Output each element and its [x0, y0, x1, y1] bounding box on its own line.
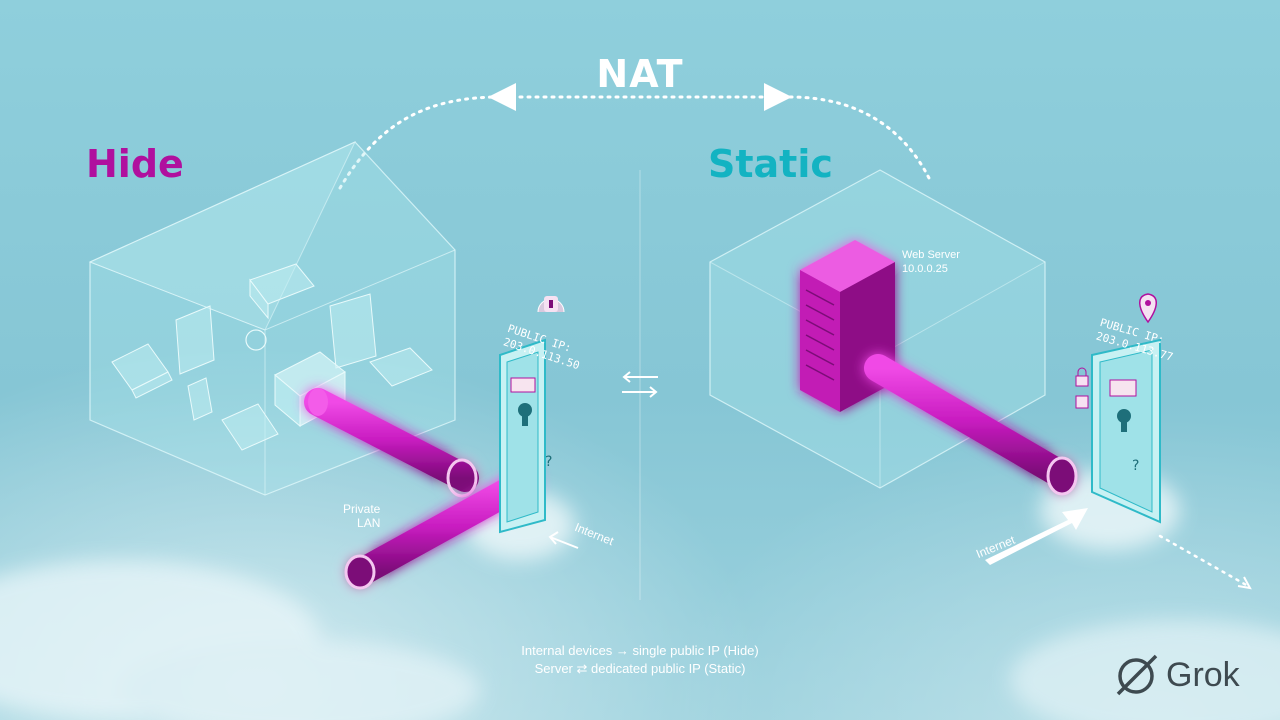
private-lan-line2: LAN	[357, 516, 381, 530]
exchange-arrows-icon	[622, 371, 658, 398]
web-server-tower	[800, 240, 895, 412]
static-internet-arrow-icon	[985, 508, 1088, 565]
device-printer-2	[369, 347, 433, 387]
keyhole-icon	[518, 403, 532, 417]
caption: Internal devices → single public IP (Hid…	[0, 642, 1280, 678]
grok-logo-icon	[1116, 654, 1158, 696]
grok-watermark: Grok	[1166, 656, 1240, 695]
grok-wordmark: Grok	[1166, 656, 1240, 694]
static-pipe	[864, 354, 1078, 496]
arrow-right-icon	[764, 83, 792, 111]
padlock-small-icon	[1075, 367, 1089, 409]
caption-line-2: Server ⇄ dedicated public IP (Static)	[534, 661, 746, 676]
static-nat-label: Static	[708, 142, 833, 186]
web-server-ip: 10.0.0.25	[902, 263, 948, 275]
keyhole-icon-static	[1117, 409, 1131, 423]
hide-door: ?	[499, 338, 552, 534]
hide-lan-pipe	[304, 388, 479, 498]
static-outbound-dotted-line	[1158, 534, 1252, 590]
lock-icon	[537, 296, 565, 313]
hide-glass-house	[88, 140, 456, 496]
hide-internet-pipe	[344, 468, 539, 590]
device-printer	[249, 263, 315, 320]
question-mark-icon: ?	[545, 454, 552, 470]
device-desktop	[175, 305, 215, 375]
nat-connection-arc	[338, 83, 932, 190]
private-lan-line1: Private	[343, 502, 381, 516]
private-lan-label: Private LAN	[343, 502, 380, 530]
diagram-title: NAT	[596, 52, 684, 96]
hide-nat-label: Hide	[86, 142, 184, 186]
hide-internet-arrow-icon	[548, 531, 579, 549]
caption-line-1: Internal devices → single public IP (Hid…	[521, 643, 759, 658]
web-server-name: Web Server	[902, 249, 960, 261]
static-door: ?	[1091, 338, 1161, 524]
lightbulb-icon	[245, 329, 267, 351]
device-laptop-2	[221, 403, 279, 451]
device-tower	[329, 293, 377, 369]
arrow-left-icon	[488, 83, 516, 111]
location-pin-icon	[1139, 293, 1157, 324]
device-tablet	[187, 377, 213, 421]
question-mark-icon-static: ?	[1132, 458, 1139, 474]
device-laptop	[111, 343, 173, 399]
web-server-label: Web Server 10.0.0.25	[902, 248, 960, 276]
